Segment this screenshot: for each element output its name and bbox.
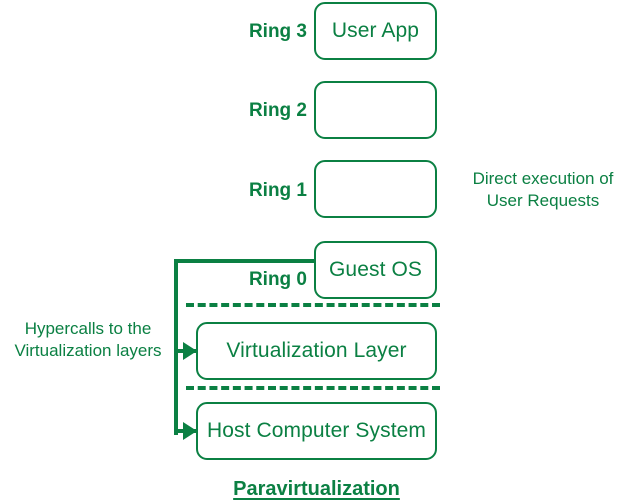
ring0-box: Guest OS — [314, 241, 437, 299]
ring1-box — [314, 160, 437, 218]
arrow-head-icon-host-system — [183, 422, 197, 440]
ring3-box-label: User App — [331, 19, 420, 42]
ring3-label: Ring 3 — [248, 21, 307, 42]
virtualization-layer-box: Virtualization Layer — [196, 322, 437, 380]
ring0-label: Ring 0 — [248, 269, 307, 290]
hypercalls-annotation: Hypercalls to the Virtualization layers — [14, 319, 162, 360]
ring3-box: User App — [314, 2, 437, 60]
direct-execution-annotation: Direct execution of User Requests — [472, 169, 614, 210]
ring1-label: Ring 1 — [248, 180, 307, 201]
dashed-separator-above-virtualization-layer — [186, 303, 440, 307]
host-computer-system-box: Host Computer System — [196, 402, 437, 460]
virtualization-layer-label: Virtualization Layer — [226, 339, 407, 362]
ring2-box — [314, 81, 437, 139]
dashed-separator-above-host-system — [186, 386, 440, 390]
diagram-title: Paravirtualization — [233, 478, 400, 500]
ring0-box-label: Guest OS — [328, 258, 422, 281]
hypercall-connector-vertical-line — [174, 259, 178, 435]
hypercall-connector-top-segment — [174, 259, 314, 263]
arrow-head-icon-virtualization-layer — [183, 342, 197, 360]
ring2-label: Ring 2 — [248, 100, 307, 121]
host-computer-system-label: Host Computer System — [206, 419, 427, 442]
